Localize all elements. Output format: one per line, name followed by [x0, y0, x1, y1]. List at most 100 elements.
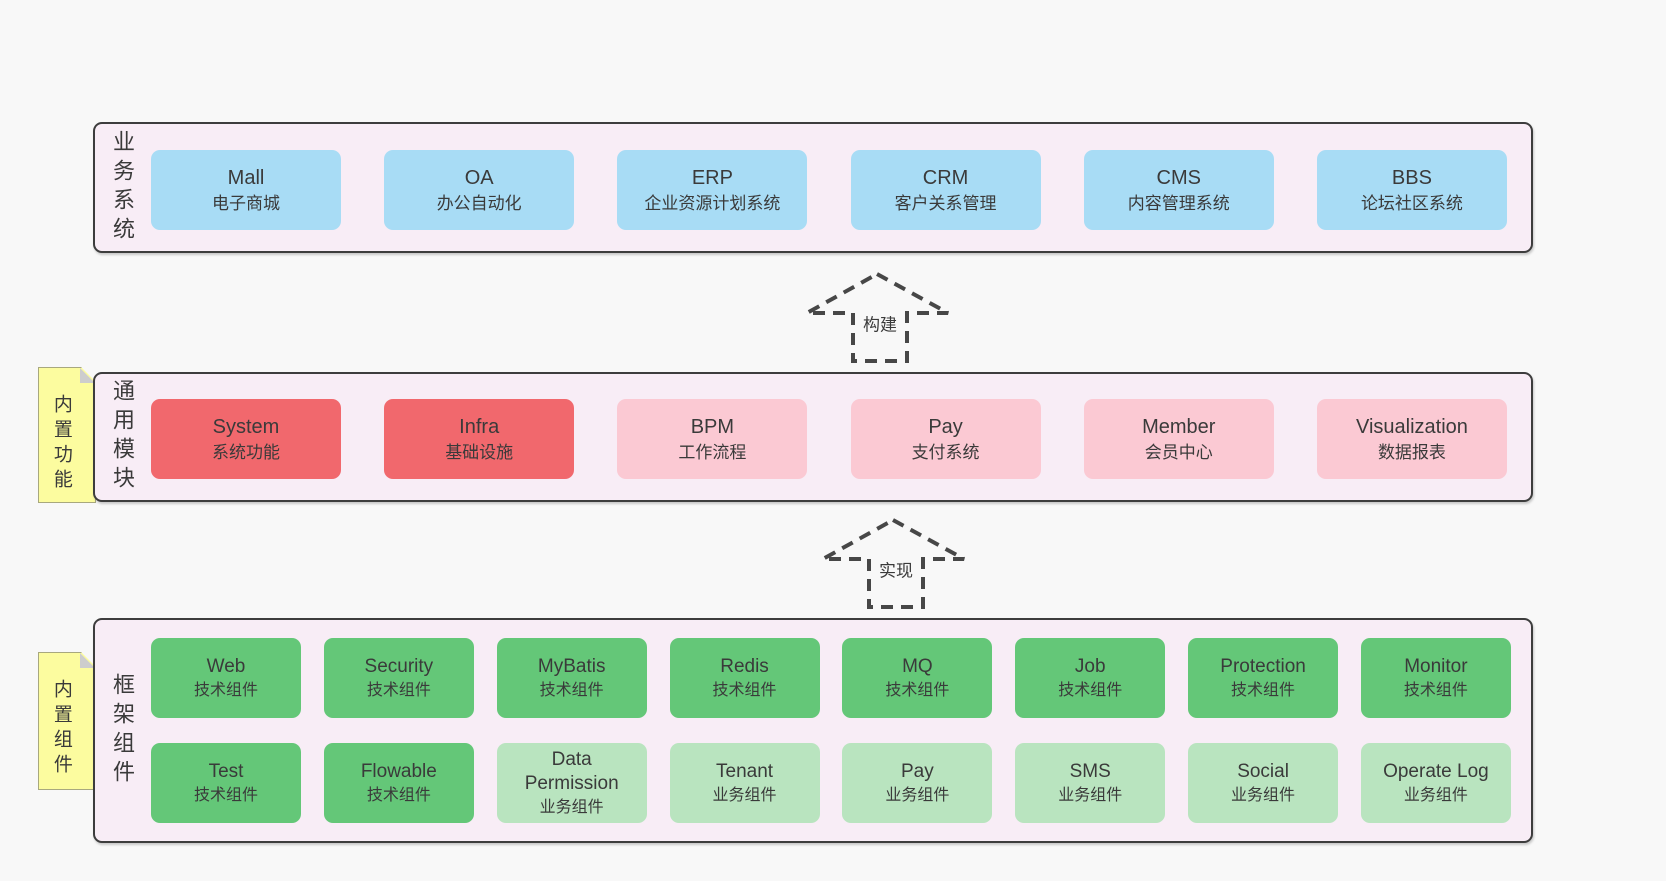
- box-title: Social: [1237, 760, 1289, 782]
- box-subtitle: 客户关系管理: [894, 194, 997, 214]
- box-title: Security: [364, 655, 434, 677]
- box-member: Member 会员中心: [1083, 399, 1274, 479]
- box-tenant: Tenant 业务组件: [669, 743, 820, 823]
- layer-label-components: 框架组件: [110, 672, 135, 789]
- box-title: Redis: [720, 655, 769, 677]
- box-web: Web 技术组件: [151, 638, 301, 718]
- box-social: Social 业务组件: [1188, 743, 1339, 823]
- box-subtitle: 业务组件: [1403, 787, 1468, 805]
- box-subtitle: 技术组件: [1403, 682, 1468, 700]
- box-title: Web: [206, 655, 246, 677]
- box-subtitle: 技术组件: [539, 682, 604, 700]
- layer-label-business: 业务系统: [110, 129, 135, 246]
- dashed-up-arrow-icon: [816, 517, 965, 609]
- dashed-up-arrow-icon: [800, 271, 949, 363]
- box-subtitle: 工作流程: [678, 443, 747, 463]
- box-title: MQ: [902, 655, 933, 677]
- box-pay-biz: Pay 业务组件: [842, 743, 993, 823]
- box-title: Visualization: [1355, 415, 1468, 438]
- box-title: BPM: [690, 415, 735, 438]
- box-subtitle: 技术组件: [885, 682, 950, 700]
- build-arrow: 构建: [800, 268, 955, 368]
- box-subtitle: 内容管理系统: [1127, 194, 1230, 214]
- note-built-in-components: 内置组件: [38, 652, 96, 790]
- box-title: CRM: [922, 166, 969, 189]
- box-oa: OA 办公自动化: [384, 150, 575, 230]
- box-subtitle: 论坛社区系统: [1360, 194, 1463, 214]
- note-text: 内置功能: [50, 394, 72, 494]
- box-bbs: BBS 论坛社区系统: [1316, 150, 1507, 230]
- box-subtitle: 企业资源计划系统: [644, 194, 781, 214]
- box-subtitle: 技术组件: [1231, 682, 1296, 700]
- box-subtitle: 技术组件: [1058, 682, 1123, 700]
- box-infra: Infra 基础设施: [384, 399, 575, 479]
- box-mybatis: MyBatis 技术组件: [496, 638, 647, 718]
- box-title: Monitor: [1404, 655, 1468, 677]
- box-security: Security 技术组件: [323, 638, 474, 718]
- box-subtitle: 技术组件: [193, 682, 258, 700]
- box-subtitle: 支付系统: [911, 443, 980, 463]
- layer-business-systems: 业务系统 Mall 电子商城 OA 办公自动化 ERP 企业资源计划系统 CRM…: [93, 122, 1533, 253]
- box-subtitle: 数据报表: [1377, 443, 1446, 463]
- box-title: Pay: [928, 415, 963, 438]
- box-title: Test: [208, 760, 244, 782]
- box-title: Protection: [1220, 655, 1306, 677]
- box-title: ERP: [691, 166, 733, 189]
- box-mall: Mall 电子商城: [151, 150, 341, 230]
- implement-arrow: 实现: [816, 514, 971, 614]
- box-subtitle: 办公自动化: [436, 194, 522, 214]
- box-operate-log: Operate Log 业务组件: [1360, 743, 1511, 823]
- box-subtitle: 电子商城: [212, 194, 280, 214]
- box-job: Job 技术组件: [1015, 638, 1166, 718]
- tech-components-row: Web 技术组件 Security 技术组件 MyBatis 技术组件 Redi…: [151, 638, 1511, 718]
- box-system: System 系统功能: [151, 399, 341, 479]
- box-title: MyBatis: [537, 655, 606, 677]
- box-title: Infra: [459, 415, 500, 438]
- box-subtitle: 业务组件: [539, 798, 604, 816]
- box-title: SMS: [1069, 760, 1111, 782]
- box-flowable: Flowable 技术组件: [323, 743, 474, 823]
- box-title: Operate Log: [1383, 760, 1489, 782]
- box-title: System: [212, 415, 280, 438]
- business-box-row: Mall 电子商城 OA 办公自动化 ERP 企业资源计划系统 CRM 客户关系…: [151, 150, 1507, 230]
- box-title: Pay: [901, 760, 934, 782]
- box-monitor: Monitor 技术组件: [1360, 638, 1511, 718]
- layer-common-modules: 通用模块 System 系统功能 Infra 基础设施 BPM 工作流程 Pay…: [93, 372, 1533, 502]
- box-redis: Redis 技术组件: [669, 638, 820, 718]
- box-subtitle: 业务组件: [712, 787, 777, 805]
- box-title: BBS: [1391, 166, 1432, 189]
- box-test: Test 技术组件: [151, 743, 301, 823]
- arrow-label: 构建: [860, 309, 900, 337]
- box-title: Member: [1142, 415, 1216, 438]
- box-title: CMS: [1156, 166, 1201, 189]
- note-text: 内置组件: [50, 679, 72, 779]
- box-title: Tenant: [716, 760, 774, 782]
- box-cms: CMS 内容管理系统: [1083, 150, 1274, 230]
- box-crm: CRM 客户关系管理: [850, 150, 1041, 230]
- note-built-in-features: 内置功能: [38, 367, 96, 503]
- box-subtitle: 技术组件: [366, 787, 431, 805]
- box-erp: ERP 企业资源计划系统: [617, 150, 808, 230]
- box-subtitle: 业务组件: [1231, 787, 1296, 805]
- box-sms: SMS 业务组件: [1015, 743, 1166, 823]
- box-title: Data Permission: [524, 749, 619, 794]
- box-title: Job: [1074, 655, 1106, 677]
- box-title: Mall: [227, 166, 265, 189]
- box-title: Flowable: [360, 760, 437, 782]
- modules-box-row: System 系统功能 Infra 基础设施 BPM 工作流程 Pay 支付系统…: [151, 399, 1507, 479]
- box-subtitle: 业务组件: [885, 787, 950, 805]
- box-subtitle: 技术组件: [193, 787, 258, 805]
- box-subtitle: 技术组件: [366, 682, 431, 700]
- box-pay: Pay 支付系统: [850, 399, 1041, 479]
- box-subtitle: 基础设施: [445, 443, 514, 463]
- layer-label-modules: 通用模块: [110, 379, 135, 495]
- arrow-label: 实现: [876, 555, 916, 583]
- box-bpm: BPM 工作流程: [617, 399, 808, 479]
- layer-framework-components: 框架组件 Web 技术组件 Security 技术组件 MyBatis 技术组件…: [93, 618, 1533, 843]
- box-subtitle: 技术组件: [712, 682, 777, 700]
- box-mq: MQ 技术组件: [842, 638, 993, 718]
- box-subtitle: 系统功能: [212, 443, 280, 463]
- box-protection: Protection 技术组件: [1188, 638, 1339, 718]
- box-visualization: Visualization 数据报表: [1316, 399, 1507, 479]
